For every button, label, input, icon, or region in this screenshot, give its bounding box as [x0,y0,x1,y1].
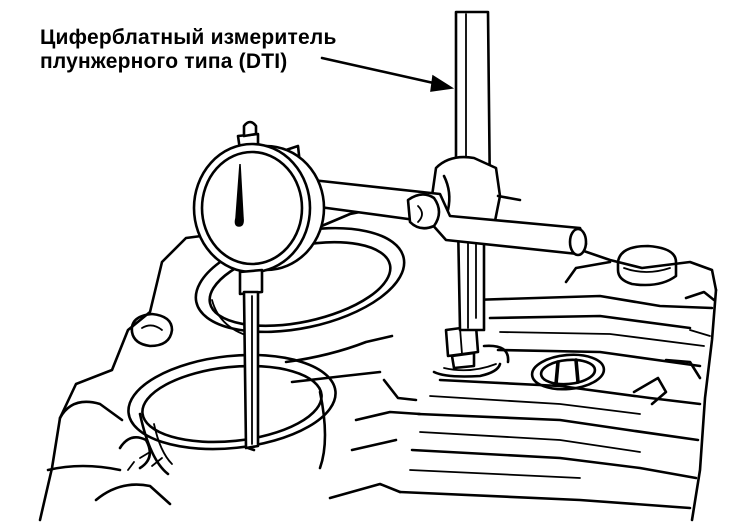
leader-arrow [320,56,455,92]
dti-callout-label: Циферблатный измеритель плунжерного типа… [40,26,337,74]
deck-port [530,353,606,391]
dial-gauge [192,120,326,452]
callout-line-2: плунжерного типа (DTI) [40,50,288,73]
callout-line-1: Циферблатный измеритель [40,26,337,49]
cylinder-bore [127,353,337,476]
engine-block [38,198,718,522]
stand-base-bolt [432,324,510,378]
horizontal-arm [310,178,588,257]
